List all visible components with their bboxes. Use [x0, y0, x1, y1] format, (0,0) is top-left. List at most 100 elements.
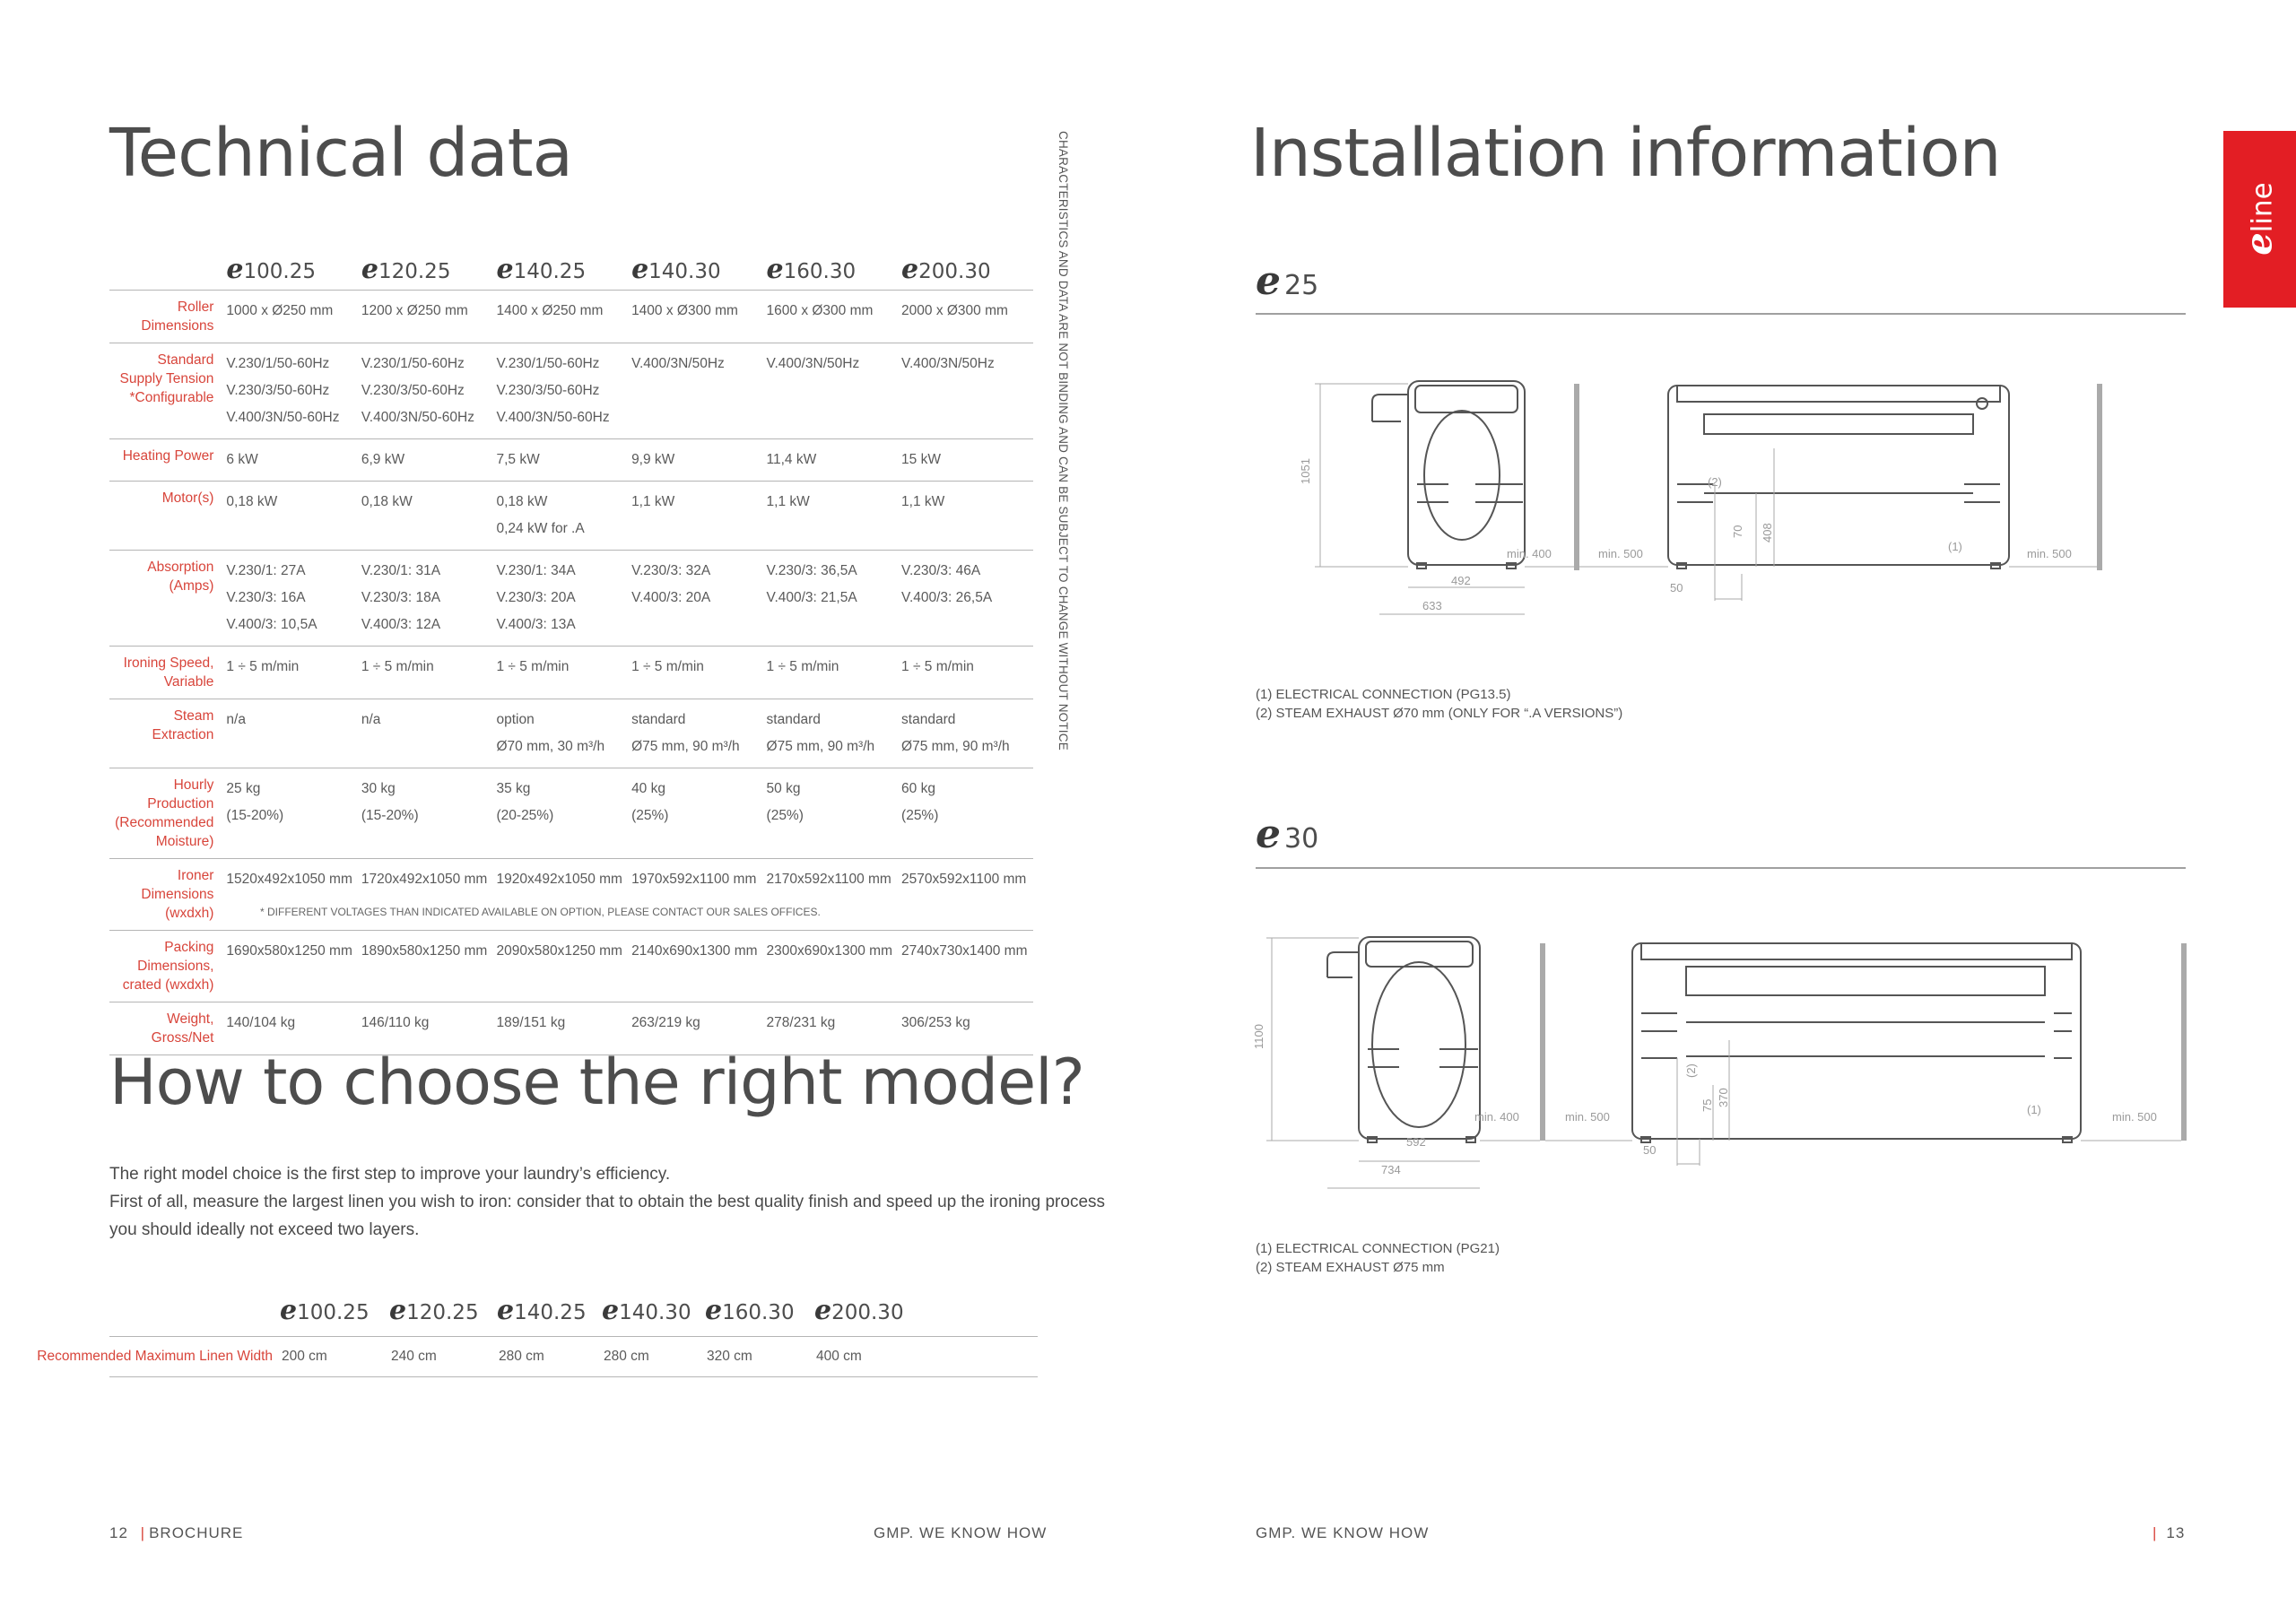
- table-cell: 35 kg(20-25%): [492, 768, 629, 859]
- cell-line: 0,18 kW: [226, 494, 278, 509]
- table-cell: 2140x690x1300 mm: [628, 930, 763, 1002]
- recommended-label: Recommended Maximum Linen Width: [37, 1349, 273, 1364]
- table-cell: 50 kg(25%): [762, 768, 899, 859]
- row-label: Steam Extraction: [109, 699, 223, 768]
- model-name: e160.30: [767, 256, 857, 284]
- cell-line: V.230/3: 16A: [226, 590, 306, 605]
- cell-line: V.230/3: 20A: [496, 590, 576, 605]
- paragraph-line: The right model choice is the first step…: [109, 1165, 671, 1184]
- column-header-model: e100.25: [222, 253, 358, 291]
- marker-2: (2): [1708, 475, 1722, 489]
- dim-width-inner: 492: [1451, 574, 1471, 587]
- divider: [1256, 313, 2186, 315]
- cell-line: Ø70 mm, 30 m³/h: [496, 739, 605, 754]
- vertical-notice: CHARACTERISTICS AND DATA ARE NOT BINDING…: [1057, 131, 1070, 751]
- dim-width-outer: 734: [1381, 1163, 1401, 1176]
- table-cell: 1 ÷ 5 m/min: [628, 646, 763, 699]
- dim-408: 408: [1761, 523, 1774, 542]
- column-header-model: e120.25: [389, 1295, 479, 1326]
- paragraph-line: you should ideally not exceed two layers…: [109, 1220, 420, 1239]
- cell-line: V.400/3N/50-60Hz: [226, 410, 340, 425]
- table-cell: 25 kg(15-20%): [222, 768, 358, 859]
- table-cell: 1720x492x1050 mm: [357, 858, 493, 931]
- cell-line: Ø75 mm, 90 m³/h: [631, 739, 740, 754]
- paragraph-line: First of all, measure the largest linen …: [109, 1193, 1106, 1211]
- cell-line: 1 ÷ 5 m/min: [631, 659, 704, 674]
- column-header-model: e160.30: [762, 253, 899, 291]
- eline-e-mark: e: [2238, 232, 2281, 256]
- cell-line: V.400/3: 13A: [496, 617, 576, 632]
- footer-slogan-left: GMP. WE KNOW HOW: [874, 1524, 1048, 1541]
- column-header-model: e140.25: [497, 1295, 587, 1326]
- dim-70: 70: [1731, 525, 1744, 538]
- dim-min-500-right: min. 500: [2112, 1110, 2157, 1124]
- recommended-value: 280 cm: [499, 1349, 544, 1364]
- page-number: 13: [2166, 1524, 2186, 1541]
- model-number: 140.30: [619, 1301, 691, 1324]
- model-number: 200.30: [918, 260, 991, 283]
- footer-separator: |: [2152, 1524, 2158, 1541]
- cell-line: V.400/3: 20A: [631, 590, 711, 605]
- dim-min-500-left: min. 500: [1565, 1110, 1610, 1124]
- row-label: Heating Power: [109, 438, 223, 482]
- dim-width-outer: 633: [1422, 599, 1442, 612]
- footer-left: 12 |BROCHURE: [109, 1524, 243, 1542]
- cell-line: (20-25%): [496, 808, 554, 823]
- column-header-model: e140.30: [628, 253, 763, 291]
- cell-line: V.400/3N/50-60Hz: [496, 410, 610, 425]
- table-cell: 1 ÷ 5 m/min: [222, 646, 358, 699]
- e-mark: e: [631, 254, 649, 285]
- recommended-value: 280 cm: [604, 1349, 649, 1364]
- cell-line: n/a: [226, 712, 246, 727]
- model-number: 100.25: [297, 1301, 370, 1324]
- row-label: Weight, Gross/Net: [109, 1002, 223, 1055]
- row-label: Standard Supply Tension *Configurable: [109, 343, 223, 439]
- cell-line: 1400 x Ø300 mm: [631, 303, 738, 318]
- cell-line: standard: [631, 712, 686, 727]
- cell-line: 189/151 kg: [496, 1015, 566, 1030]
- column-header-model: e200.30: [898, 253, 1033, 291]
- e30-notes: (1) ELECTRICAL CONNECTION (PG21) (2) STE…: [1256, 1239, 1500, 1277]
- cell-line: 25 kg: [226, 781, 261, 796]
- cell-line: standard: [901, 712, 956, 727]
- table-cell: 146/110 kg: [357, 1002, 493, 1055]
- cell-line: V.400/3: 21,5A: [766, 590, 857, 605]
- dim-height: 1051: [1299, 458, 1312, 484]
- cell-line: V.400/3N/50Hz: [766, 356, 860, 371]
- table-cell: 1400 x Ø250 mm: [492, 290, 629, 343]
- column-header-model: e120.25: [357, 253, 493, 291]
- row-label: Roller Dimensions: [109, 290, 223, 343]
- footer-brochure: BROCHURE: [149, 1524, 244, 1541]
- cell-line: 7,5 kW: [496, 452, 540, 467]
- table-cell: 15 kW: [898, 438, 1033, 482]
- table-cell: 1 ÷ 5 m/min: [898, 646, 1033, 699]
- cell-line: V.230/1: 34A: [496, 563, 576, 578]
- e-mark: e: [814, 1295, 832, 1326]
- footer-right: | 13: [2152, 1524, 2185, 1542]
- table-cell: 30 kg(15-20%): [357, 768, 493, 859]
- dim-width-inner: 592: [1406, 1135, 1426, 1149]
- recommended-value: 240 cm: [391, 1349, 437, 1364]
- cell-line: 1 ÷ 5 m/min: [766, 659, 839, 674]
- model-number: 160.30: [783, 260, 857, 283]
- e-mark: e: [389, 1295, 407, 1326]
- table-cell: 2740x730x1400 mm: [898, 930, 1033, 1002]
- section-number: 25: [1284, 270, 1319, 301]
- e-mark: e: [705, 1295, 723, 1326]
- model-number: 120.25: [406, 1301, 479, 1324]
- model-number: 160.30: [722, 1301, 795, 1324]
- cell-line: V.230/1: 27A: [226, 563, 306, 578]
- table-cell: 306/253 kg: [898, 1002, 1033, 1055]
